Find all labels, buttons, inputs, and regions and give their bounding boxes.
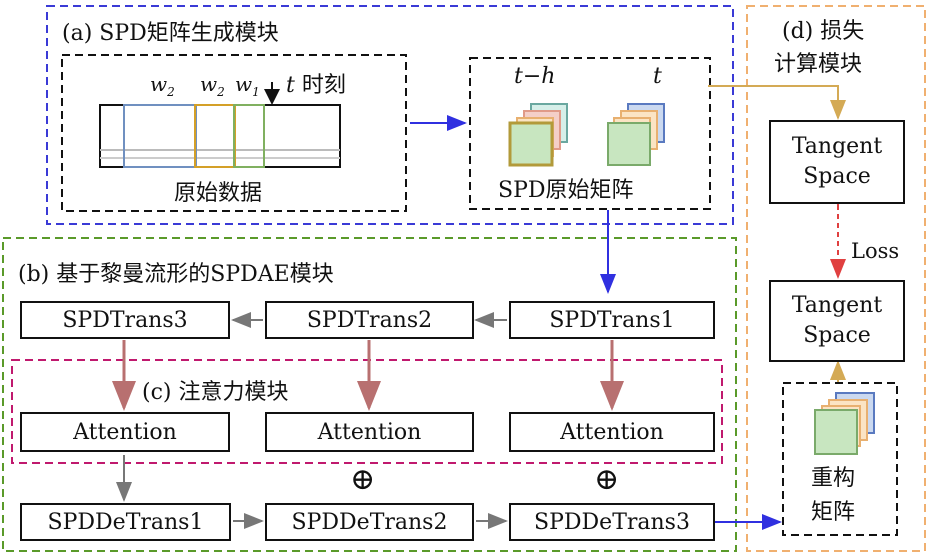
matrix-stack-t	[607, 103, 665, 166]
spddetrans3-box: SPDDeTrans3	[509, 503, 715, 541]
module-a-frame	[46, 5, 734, 225]
raw-data-frame	[61, 54, 407, 212]
raw-data-label: 原始数据	[174, 181, 263, 206]
matrix-label-t-minus-h: t−h	[514, 64, 556, 89]
oplus-symbol-1: ⊕	[350, 462, 376, 497]
module-d-title-line1: (d) 损失	[782, 19, 865, 44]
reconstruct-label-line1: 重构	[811, 466, 856, 491]
tangent-bottom-line1: Tangent	[791, 293, 883, 319]
spddetrans2-box: SPDDeTrans2	[265, 503, 474, 541]
window-w1-green	[233, 104, 265, 168]
attention-box-3: Attention	[509, 412, 715, 452]
time-label: t 时刻	[286, 73, 346, 98]
matrix-stack-t-minus-h	[508, 103, 568, 167]
spdtrans2-box: SPDTrans2	[265, 301, 474, 339]
window-w2a-label: w2	[150, 72, 175, 99]
module-a-title: (a) SPD矩阵生成模块	[62, 21, 279, 46]
matrix-stack-reconstruct	[814, 392, 875, 455]
spddetrans1-box: SPDDeTrans1	[20, 503, 231, 541]
spd-raw-label: SPD原始矩阵	[498, 178, 634, 203]
window-w2b-label: w2	[200, 72, 225, 99]
tangent-space-bottom: Tangent Space	[769, 280, 905, 362]
module-b-frame	[2, 237, 737, 552]
tangent-top-line1: Tangent	[791, 134, 883, 160]
raw-data-strip	[99, 82, 341, 168]
matrix-label-t: t	[653, 64, 662, 89]
loss-label: Loss	[851, 239, 900, 263]
arrow-spd-to-tangent-top	[708, 85, 846, 120]
tangent-top-line2: Space	[803, 164, 871, 189]
spdtrans1-box: SPDTrans1	[509, 301, 715, 339]
tangent-bottom-line2: Space	[803, 323, 871, 348]
oplus-symbol-2: ⊕	[594, 462, 620, 497]
module-c-title: (c) 注意力模块	[142, 380, 289, 405]
spd-raw-frame	[469, 57, 711, 210]
reconstruct-label-line2: 矩阵	[811, 500, 856, 525]
attention-box-2: Attention	[265, 412, 474, 452]
spdtrans3-box: SPDTrans3	[20, 301, 230, 339]
module-b-title: (b) 基于黎曼流形的SPDAE模块	[18, 262, 334, 287]
tangent-space-top: Tangent Space	[769, 120, 905, 204]
window-w1-label: w1	[235, 72, 260, 99]
module-d-frame	[746, 5, 926, 552]
module-d-title-line2: 计算模块	[774, 52, 863, 77]
attention-box-1: Attention	[20, 412, 230, 452]
reconstruct-frame	[782, 382, 898, 536]
module-c-frame	[11, 359, 723, 464]
